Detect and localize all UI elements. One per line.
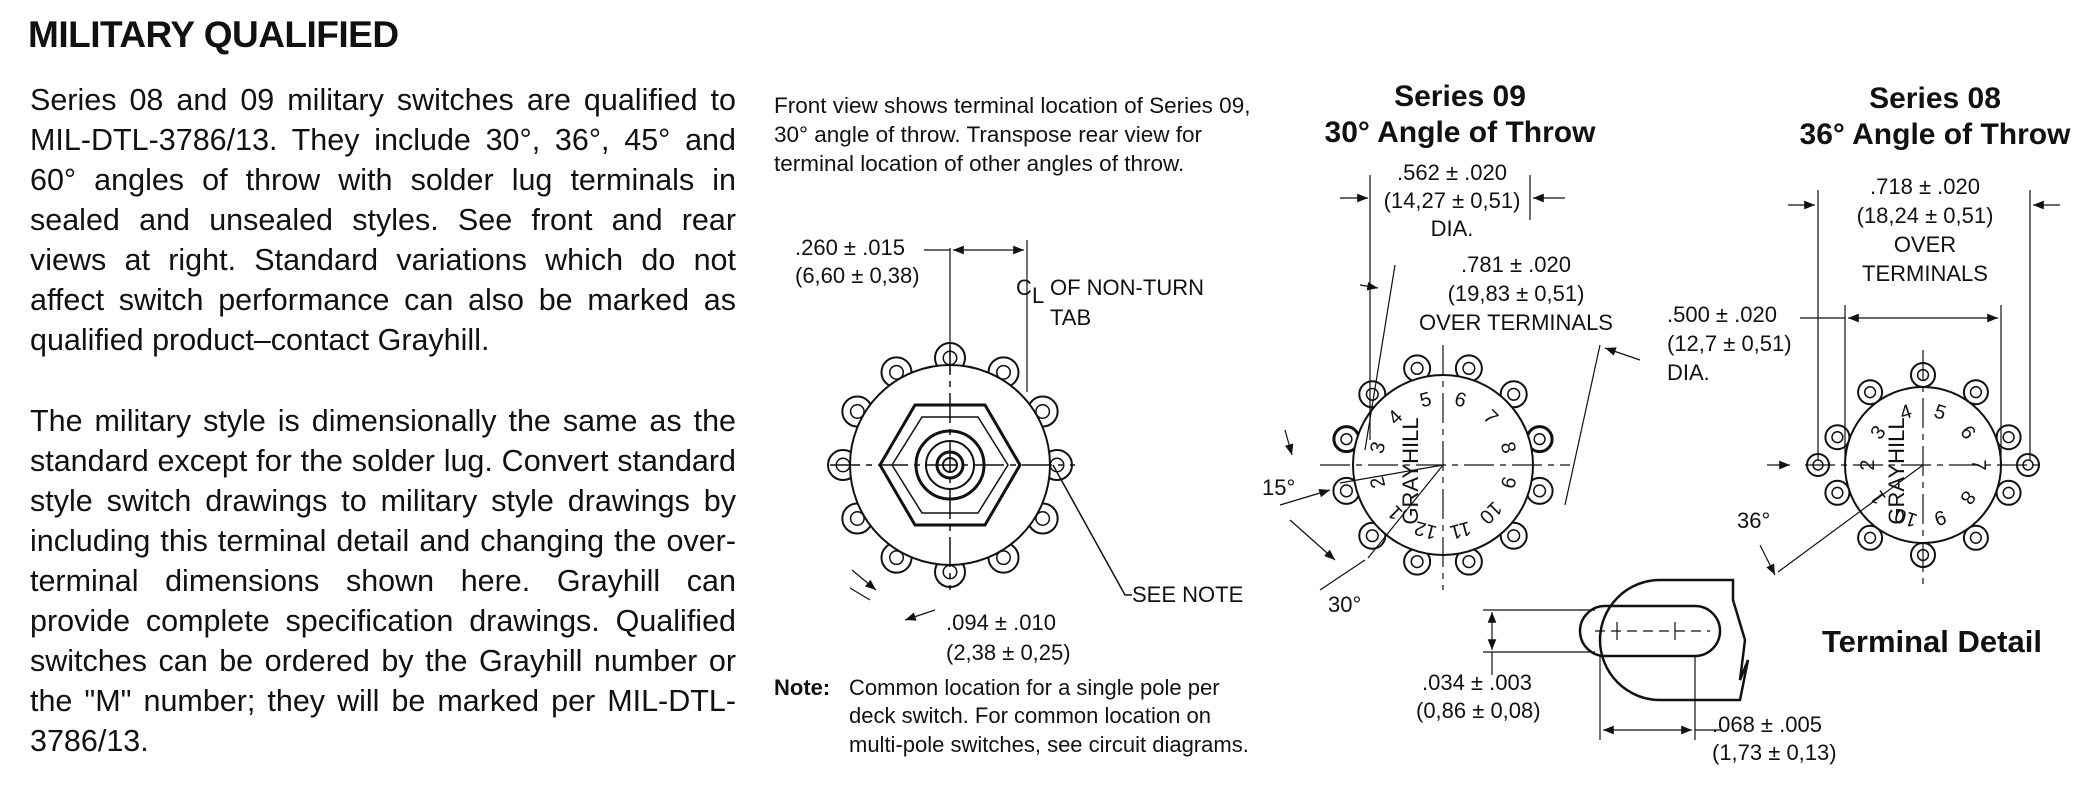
terminal-lug bbox=[1857, 379, 1884, 406]
non-turn-tab-label: OF NON-TURN bbox=[1050, 275, 1204, 300]
series09-terminal-number: 3 bbox=[1366, 439, 1390, 455]
series08-brand: GRAYHILL bbox=[1884, 417, 1909, 524]
series08-dia-label: DIA. bbox=[1667, 360, 1710, 385]
series08-subtitle: 36° Angle of Throw bbox=[1800, 118, 2072, 151]
hole-dim-inch: .094 ± .010 bbox=[946, 610, 1056, 635]
note-line-2: deck switch. For common location on bbox=[849, 703, 1211, 728]
tab-dim-mm: (6,60 ± 0,38) bbox=[795, 263, 920, 288]
series09-brand: GRAYHILL bbox=[1398, 417, 1423, 524]
terminal-lug bbox=[1454, 354, 1483, 383]
hole-dim-mm: (2,38 ± 0,25) bbox=[946, 640, 1071, 665]
series09-terminal-number: 5 bbox=[1417, 388, 1433, 412]
series09-title: Series 09 bbox=[1394, 80, 1526, 113]
page-title: MILITARY QUALIFIED bbox=[28, 14, 399, 55]
non-turn-tab-label-2: TAB bbox=[1050, 305, 1091, 330]
series09-terminal-number: 6 bbox=[1452, 388, 1468, 412]
terminal-lug bbox=[1995, 479, 2022, 506]
series09-subtitle: 30° Angle of Throw bbox=[1325, 116, 1597, 149]
front-view-caption: Front view shows terminal location of Se… bbox=[774, 93, 1251, 176]
terminal-lug bbox=[2016, 453, 2040, 477]
series08-dia-inch: .500 ± .020 bbox=[1667, 302, 1777, 327]
terminal-lug bbox=[1962, 524, 1989, 551]
note-line-3: multi-pole switches, see circuit diagram… bbox=[849, 732, 1249, 757]
terminal-lug bbox=[1403, 354, 1432, 383]
terminal-lug bbox=[1824, 479, 1851, 506]
series09-terminal-number: 9 bbox=[1496, 474, 1520, 490]
front-view-drawing bbox=[827, 240, 1132, 621]
series09-dia-label: DIA. bbox=[1431, 216, 1474, 241]
series09-over-label: OVER TERMINALS bbox=[1419, 310, 1613, 335]
series09-angle-15: 15° bbox=[1262, 475, 1295, 500]
see-note-label: SEE NOTE bbox=[1132, 582, 1243, 607]
series08-over-inch: .718 ± .020 bbox=[1870, 174, 1980, 199]
series09-drawing bbox=[1279, 175, 1641, 591]
series08-over-mm: (18,24 ± 0,51) bbox=[1857, 203, 1994, 228]
terminal-lug bbox=[1962, 379, 1989, 406]
conversion-paragraph: The military style is dimensionally the … bbox=[30, 404, 736, 758]
tab-dim-inch: .260 ± .015 bbox=[795, 235, 905, 260]
terminal-lug bbox=[1857, 524, 1884, 551]
series09-terminal-number: 2 bbox=[1366, 474, 1390, 490]
series09-angle-30: 30° bbox=[1328, 592, 1361, 617]
terminal-thickness-mm: (0,86 ± 0,08) bbox=[1416, 698, 1541, 723]
terminal-lug bbox=[1995, 424, 2022, 451]
series08-terminal-number: 2 bbox=[1857, 459, 1879, 470]
note-line-1: Common location for a single pole per bbox=[849, 675, 1220, 700]
series08-drawing bbox=[1759, 190, 2060, 585]
series08-title: Series 08 bbox=[1869, 82, 2001, 115]
series08-over-label-2: TERMINALS bbox=[1862, 261, 1988, 286]
intro-paragraph: Series 08 and 09 military switches are q… bbox=[30, 83, 736, 357]
terminal-lug bbox=[1332, 476, 1361, 505]
terminal-detail-title: Terminal Detail bbox=[1822, 624, 2042, 659]
terminal-thickness-inch: .034 ± .003 bbox=[1422, 670, 1532, 695]
series09-over-mm: (19,83 ± 0,51) bbox=[1448, 281, 1585, 306]
series09-dia-inch: .562 ± .020 bbox=[1397, 160, 1507, 185]
series09-terminal-number: 8 bbox=[1496, 439, 1520, 455]
series08-over-label-1: OVER bbox=[1894, 232, 1956, 257]
series09-over-inch: .781 ± .020 bbox=[1461, 252, 1571, 277]
centerline-symbol-c: C bbox=[1016, 275, 1032, 300]
terminal-detail-drawing bbox=[1483, 578, 1750, 740]
terminal-lug bbox=[1824, 424, 1851, 451]
series09-dia-mm: (14,27 ± 0,51) bbox=[1384, 188, 1521, 213]
terminal-slot-mm: (1,73 ± 0,13) bbox=[1712, 740, 1837, 765]
terminal-slot-inch: .068 ± .005 bbox=[1712, 712, 1822, 737]
centerline-symbol-l: L bbox=[1032, 283, 1044, 308]
series08-terminal-number: 7 bbox=[1967, 459, 1989, 470]
note-label: Note: bbox=[774, 675, 830, 700]
series08-dia-mm: (12,7 ± 0,51) bbox=[1667, 331, 1792, 356]
series08-angle-36: 36° bbox=[1737, 508, 1770, 533]
